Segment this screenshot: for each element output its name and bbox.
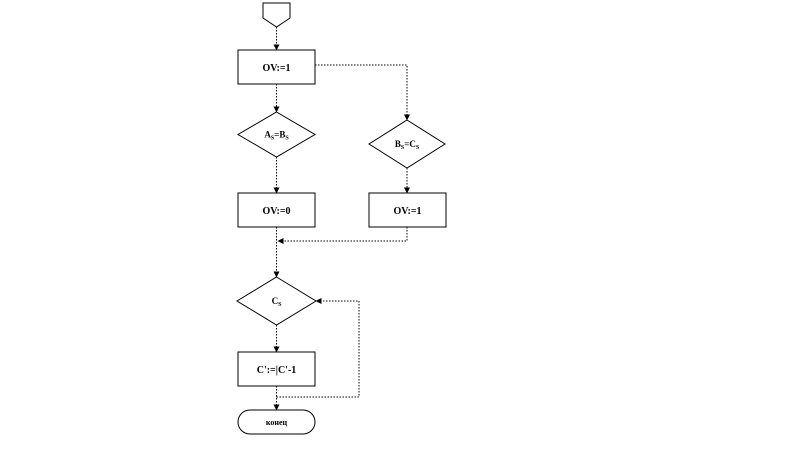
decision-c bbox=[236, 276, 317, 326]
terminal-end bbox=[237, 409, 316, 435]
process-box-ov1-right-label: OV:=1 bbox=[393, 206, 421, 217]
process-box-ov0 bbox=[237, 192, 316, 228]
flow-ov1-to-dec-bc bbox=[315, 64, 410, 121]
decision-ab bbox=[237, 111, 316, 158]
flow-loop-back bbox=[276, 298, 360, 398]
process-box-ov1-top bbox=[237, 49, 316, 85]
process-box-ov1-right bbox=[368, 192, 447, 228]
flow-ov1-right-merge bbox=[277, 227, 408, 244]
decision-bc-label: BS=CS bbox=[395, 139, 420, 151]
decision-c-label: CS bbox=[272, 296, 283, 308]
process-box-update-label: C':=|C'-1 bbox=[257, 365, 297, 376]
process-box-ov1-top-label: OV:=1 bbox=[262, 63, 290, 74]
terminal-end-label: конец bbox=[266, 418, 288, 427]
process-box-ov0-label: OV:=0 bbox=[262, 206, 290, 217]
decision-ab-label: AS=BS bbox=[264, 130, 289, 142]
decision-bc bbox=[368, 119, 446, 169]
process-box-update bbox=[237, 351, 316, 387]
start-connector bbox=[262, 2, 291, 28]
